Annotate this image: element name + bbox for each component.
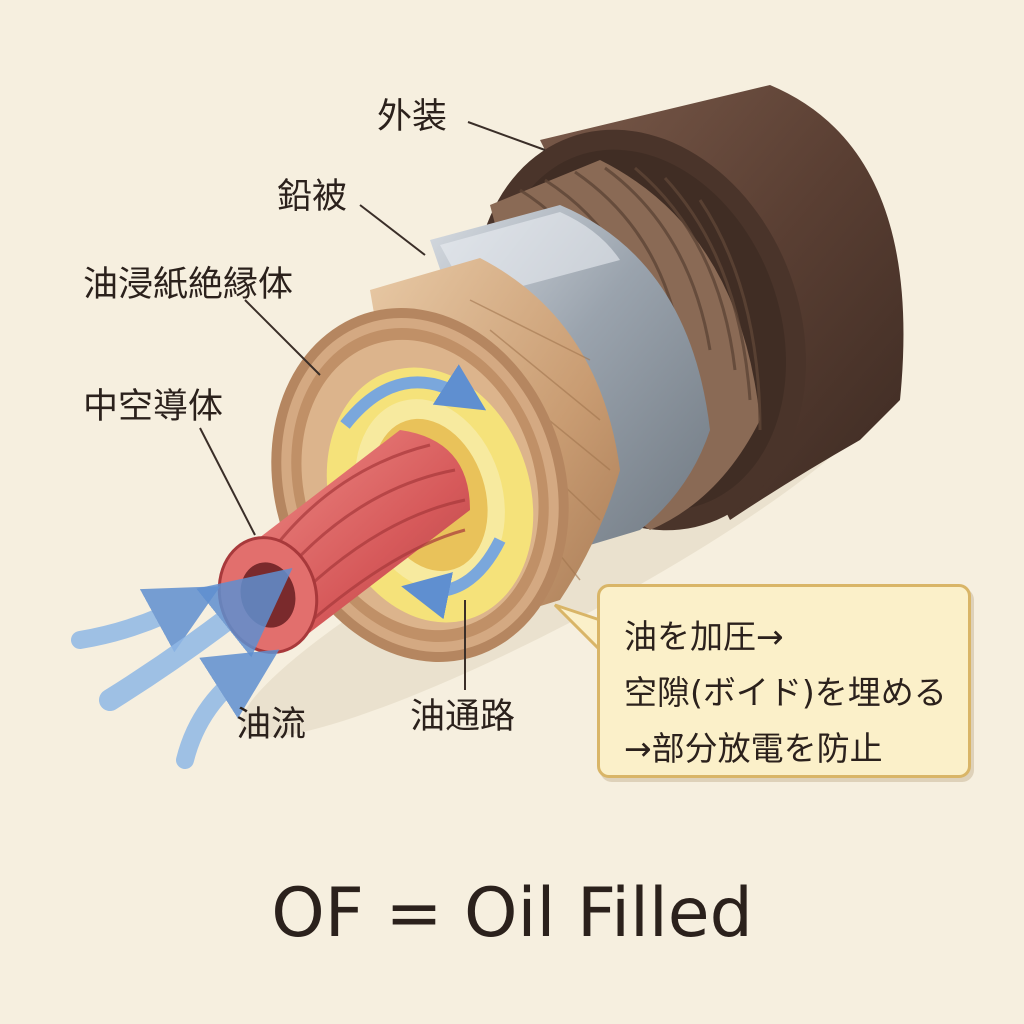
leader-lines (199, 121, 546, 690)
diagram-title: OF = Oil Filled (271, 874, 753, 953)
label-sheath: 外装 (377, 97, 448, 137)
note-line: 油を加圧→ (624, 617, 784, 656)
label-insulation: 油浸紙絶縁体 (83, 265, 294, 305)
note-pointer (553, 603, 602, 654)
oil-flow-arrows (71, 568, 293, 769)
label-oil-flow: 油流 (236, 705, 307, 745)
label-oil-channel: 油通路 (410, 697, 516, 737)
label-lead-sheath: 鉛被 (277, 177, 348, 217)
note-line: →部分放電を防止 (624, 729, 883, 768)
note-line: 空隙(ボイド)を埋める (624, 673, 947, 712)
explanation-note: 油を加圧→ 空隙(ボイド)を埋める →部分放電を防止 (597, 584, 971, 778)
label-hollow-conductor: 中空導体 (83, 387, 224, 427)
